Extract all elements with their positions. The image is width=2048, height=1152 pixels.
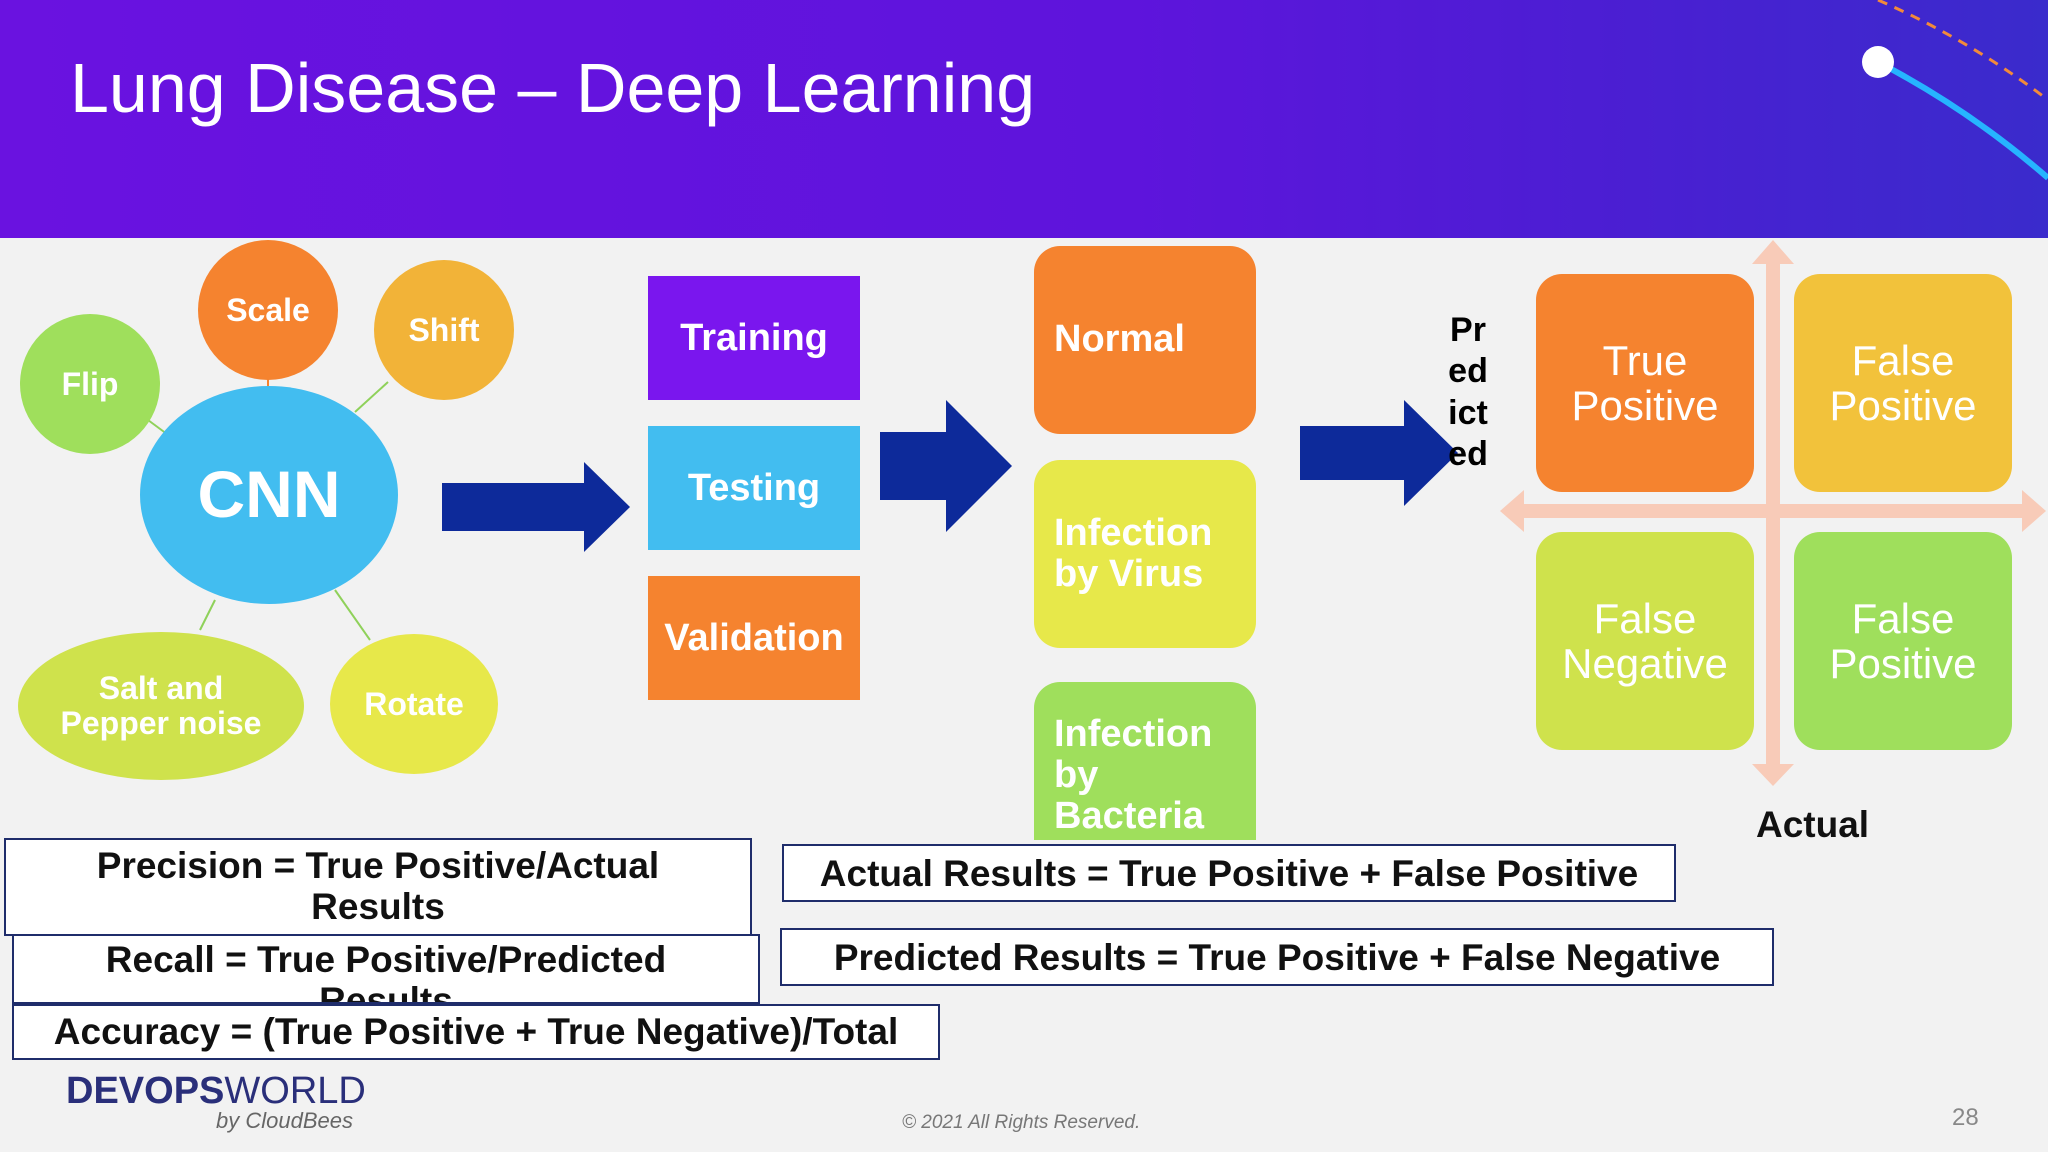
outcome-virus: Infection by Virus <box>1034 460 1256 648</box>
outcome-bacteria: Infection by Bacteria <box>1034 682 1256 840</box>
cross-arrow-icon <box>1500 240 2046 786</box>
augmentation-shift: Shift <box>374 260 514 400</box>
augmentation-flip: Flip <box>20 314 160 454</box>
matrix-false-positive-top: False Positive <box>1794 274 2012 492</box>
axis-predicted-label: Predicted <box>1448 311 1488 474</box>
split-training: Training <box>648 276 860 400</box>
slide-header: Lung Disease – Deep Learning <box>0 0 2048 238</box>
arrow-right-icon <box>442 462 630 552</box>
brand-logo: DEVOPSWORLD <box>66 1070 366 1113</box>
formula-predicted-results: Predicted Results = True Positive + Fals… <box>780 928 1774 986</box>
split-testing: Testing <box>648 426 860 550</box>
copyright: © 2021 All Rights Reserved. <box>902 1112 1141 1133</box>
brand-sub: by CloudBees <box>216 1108 353 1133</box>
augmentation-scale: Scale <box>198 240 338 380</box>
brand-bold: DEVOPS <box>66 1070 225 1112</box>
formula-actual-results: Actual Results = True Positive + False P… <box>782 844 1676 902</box>
cnn-node: CNN <box>140 386 398 604</box>
outcome-normal: Normal <box>1034 246 1256 434</box>
formula-recall: Recall = True Positive/Predicted Results <box>12 934 760 1004</box>
augmentation-rotate: Rotate <box>330 634 498 774</box>
formula-precision: Precision = True Positive/Actual Results <box>4 838 752 936</box>
slide-title: Lung Disease – Deep Learning <box>70 49 1036 127</box>
matrix-false-negative: False Negative <box>1536 532 1754 750</box>
header-arc-icon <box>1862 0 2048 181</box>
brand-light: WORLD <box>224 1070 366 1112</box>
arrow-right-icon <box>1300 400 1458 506</box>
matrix-false-positive-bottom: False Positive <box>1794 532 2012 750</box>
axis-actual-label: Actual <box>1756 804 1870 845</box>
page-number: 28 <box>1952 1104 1979 1131</box>
augmentation-salt-pepper: Salt and Pepper noise <box>18 632 304 780</box>
formula-accuracy: Accuracy = (True Positive + True Negativ… <box>12 1004 940 1060</box>
matrix-true-positive: True Positive <box>1536 274 1754 492</box>
split-validation: Validation <box>648 576 860 700</box>
arrow-right-icon <box>880 400 1012 532</box>
